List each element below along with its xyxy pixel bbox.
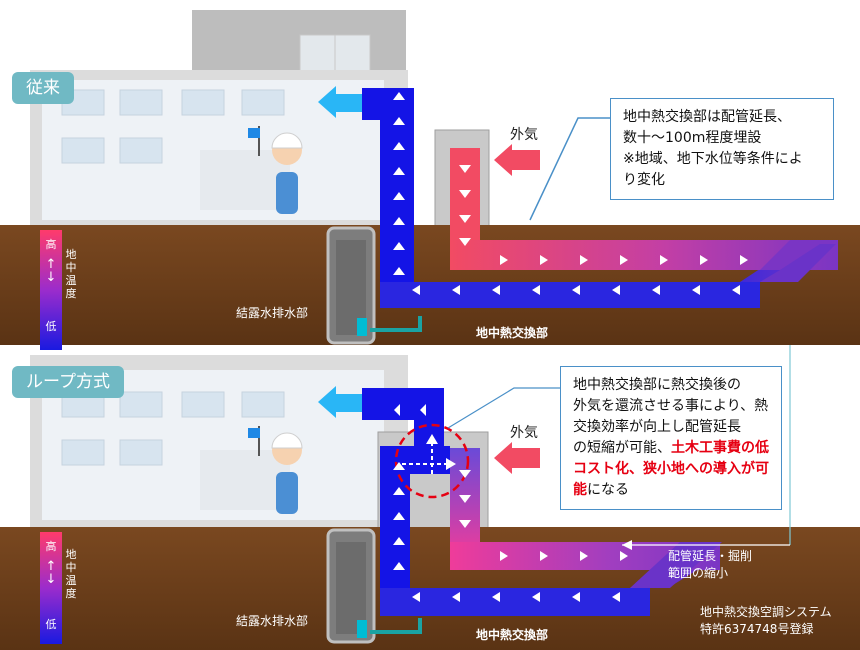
exchanger-label: 地中熱交換部 [476,628,549,642]
footer-line: 地中熱交換空調システム [700,605,832,619]
outside-air-label: 外気 [510,127,538,143]
note-line: 地中熱交換部は配管延長、 [623,109,791,125]
note-conventional: 地中熱交換部は配管延長、 数十～100m程度埋設 ※地域、地下水位等条件によ り… [610,98,834,200]
temp-title: 地中温度 [65,248,77,300]
note-line: り変化 [623,172,665,188]
reduction-line: 配管延長・掘削 [668,549,753,563]
note-line-text: の短縮が可能、 [573,440,671,456]
note-line: ※地域、地下水位等条件によ [623,151,803,167]
temp-high-label: 高 [45,540,57,553]
footer-text: 地中熱交換空調システム 特許6374748号登録 [700,604,832,638]
temp-low-label: 低 [45,618,57,631]
note-line: 外気を還流させる事により、熱 [573,398,769,414]
reduction-line: 範囲の縮小 [668,566,729,580]
note-loop: 地中熱交換部に熱交換後の 外気を還流させる事により、熱 交換効率が向上し配管延長… [560,366,782,510]
note-line: の短縮が可能、土木工事費の低コスト化、狭小地への導入が可能になる [573,438,769,501]
worker-figure-2 [248,426,303,514]
temp-arrow-icon: ↑↓ [45,559,57,587]
temp-arrow-icon: ↑↓ [45,257,57,285]
footer-line: 特許6374748号登録 [700,622,814,636]
tag-loop: ループ方式 [12,366,124,398]
temp-title: 地中温度 [65,548,77,600]
section-conventional [0,10,860,350]
section-loop [0,345,860,650]
note-tail: になる [587,482,629,498]
note-line: 交換効率が向上し配管延長 [573,419,741,435]
outside-air-label: 外気 [510,425,538,441]
temp-high-label: 高 [45,238,57,251]
note-line: 数十～100m程度埋設 [623,130,762,146]
drain-label: 結露水排水部 [236,614,309,628]
worker-figure-1 [248,126,303,214]
temp-low-label: 低 [45,320,57,333]
exchanger-label: 地中熱交換部 [476,326,549,340]
tag-conventional: 従来 [12,72,74,104]
reduction-label: 配管延長・掘削 範囲の縮小 [668,548,752,582]
drain-label: 結露水排水部 [236,306,309,320]
flow-marks [393,92,748,602]
note-line: 地中熱交換部に熱交換後の [573,377,741,393]
note-highlight: 土木工事費の低コスト化、狭小地への導入が可能 [573,440,769,498]
